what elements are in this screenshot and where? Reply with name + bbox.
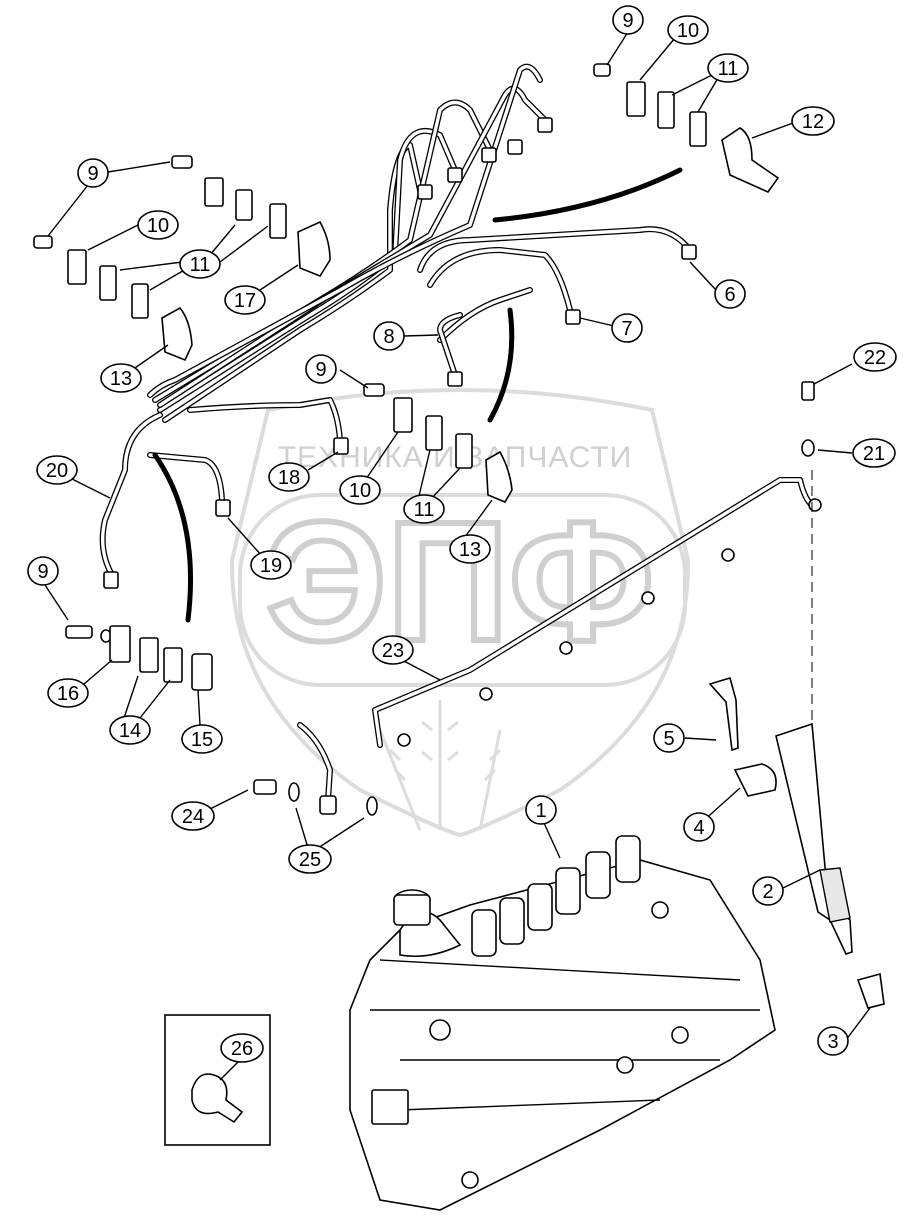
- callout-18: 18: [268, 462, 310, 492]
- callout-label: 26: [231, 1038, 253, 1060]
- callout-26: 26: [220, 1033, 264, 1063]
- callout-label: 14: [119, 720, 141, 742]
- callout-24: 24: [171, 801, 215, 831]
- callout-label: 11: [190, 254, 211, 276]
- callout-label: 5: [663, 728, 674, 750]
- callout-label: 22: [864, 347, 886, 369]
- callout-12: 12: [791, 106, 835, 136]
- watermark-wheat: [378, 700, 502, 831]
- callout-10: 10: [667, 15, 709, 45]
- callout-label: 9: [315, 359, 326, 381]
- callout-label: 2: [762, 881, 773, 903]
- callout-label: 25: [299, 849, 321, 871]
- callout-11: 11: [179, 249, 221, 279]
- callout-11: 11: [707, 53, 749, 83]
- callout-9: 9: [305, 354, 337, 384]
- callout-23: 23: [372, 635, 414, 665]
- callout-label: 19: [260, 555, 282, 577]
- callout-label: 9: [37, 561, 48, 583]
- callout-label: 23: [382, 640, 404, 662]
- callout-label: 3: [827, 1031, 838, 1053]
- callout-10: 10: [339, 475, 381, 505]
- callout-label: 15: [191, 729, 213, 751]
- callout-label: 6: [724, 284, 735, 306]
- callout-20: 20: [36, 455, 78, 485]
- callout-6: 6: [714, 279, 746, 309]
- watermark: ТЕХНИКА И ЗАПЧАСТИ ЭПФ: [229, 388, 691, 838]
- bleed-screw-parts: [801, 381, 815, 740]
- callout-label: 1: [535, 800, 546, 822]
- clamp-set-lower-left: [65, 625, 213, 691]
- injection-line-bundle: [99, 63, 693, 578]
- callout-13: 13: [449, 534, 491, 564]
- watermark-band: [238, 493, 687, 687]
- callout-label: 9: [622, 10, 633, 32]
- injection-pump: [349, 835, 776, 1211]
- callout-label: 9: [87, 163, 98, 185]
- callout-5: 5: [653, 723, 685, 753]
- callout-4: 4: [683, 812, 715, 842]
- callout-22: 22: [853, 342, 897, 372]
- callout-label: 18: [278, 467, 300, 489]
- callout-19: 19: [250, 550, 292, 580]
- watermark-brand-text: ТЕХНИКА И ЗАПЧАСТИ: [278, 441, 633, 474]
- callout-21: 21: [852, 438, 896, 468]
- callout-13: 13: [100, 363, 142, 393]
- callout-label: 17: [234, 290, 256, 312]
- callout-15: 15: [181, 724, 223, 754]
- clamp-set-middle: [363, 383, 513, 504]
- callout-8: 8: [373, 321, 405, 351]
- callout-label: 13: [110, 368, 132, 390]
- callout-11: 11: [403, 494, 445, 524]
- callout-14: 14: [109, 715, 151, 745]
- callout-9: 9: [27, 556, 59, 586]
- watermark-letters: ЭПФ: [266, 487, 654, 677]
- pump-delivery-valves: [471, 835, 641, 957]
- callout-label: 12: [802, 111, 824, 133]
- callout-label: 13: [459, 539, 481, 561]
- callout-label: 10: [147, 215, 169, 237]
- callout-9: 9: [612, 5, 644, 35]
- pipe-fittings: [103, 117, 697, 589]
- callout-label: 8: [383, 326, 394, 348]
- callout-3: 3: [817, 1026, 849, 1056]
- callout-label: 4: [693, 817, 704, 839]
- callout-25: 25: [288, 844, 332, 874]
- callouts: 9 10 11 12 9 10 11 17 13 6 7 8 9 18 10 1…: [27, 5, 897, 1063]
- callout-label: 7: [621, 318, 632, 340]
- callout-label: 16: [57, 683, 79, 705]
- injector-assembly: [708, 676, 885, 1009]
- callout-label: 11: [414, 499, 435, 521]
- banjo-bolt-and-washers: [253, 779, 378, 816]
- callout-label: 11: [718, 58, 739, 80]
- callout-16: 16: [47, 678, 89, 708]
- callout-17: 17: [224, 285, 266, 315]
- clamp-set-top-left: [33, 155, 331, 362]
- callout-1: 1: [525, 795, 557, 825]
- inset-box: [164, 1014, 271, 1146]
- callout-2: 2: [752, 876, 784, 906]
- callout-label: 20: [46, 460, 68, 482]
- callout-label: 10: [349, 480, 371, 502]
- callout-label: 10: [677, 20, 699, 42]
- break-curves: [152, 167, 683, 623]
- callout-7: 7: [611, 313, 643, 343]
- callout-10: 10: [137, 210, 179, 240]
- callout-9: 9: [77, 158, 109, 188]
- clamp-set-top-right: [593, 63, 780, 193]
- callout-label: 21: [863, 443, 885, 465]
- callout-label: 24: [182, 806, 204, 828]
